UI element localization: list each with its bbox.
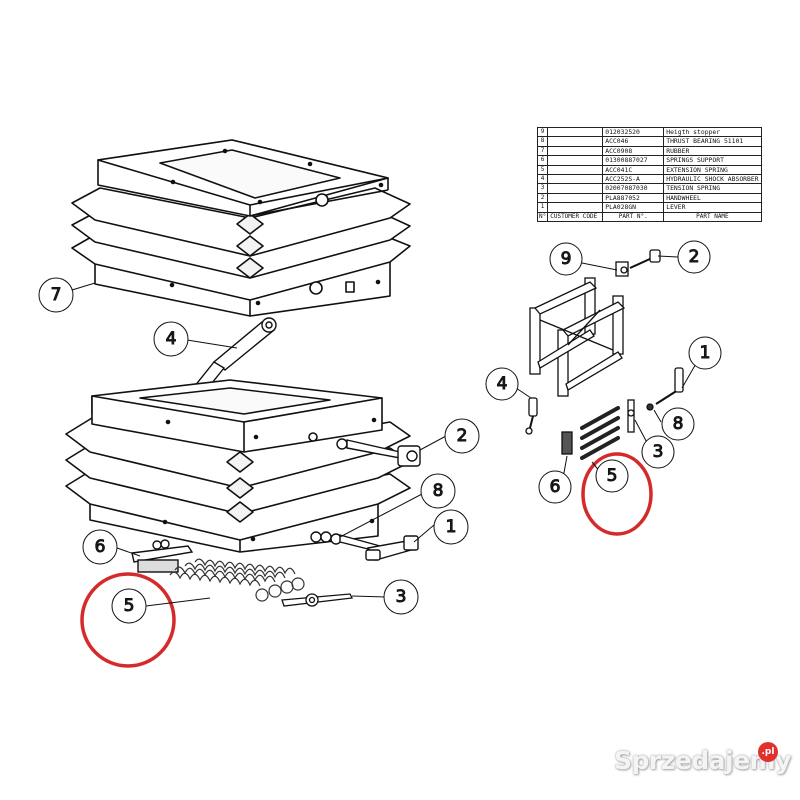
svg-text:2: 2 [689, 247, 700, 267]
row-number: 7 [536, 145, 549, 157]
tension-spring [281, 593, 353, 607]
part-name: HYDRAULIC SHOCK ABSORBER [663, 174, 762, 185]
part-number: ACC046 [602, 136, 665, 147]
row-number: 5 [536, 164, 549, 176]
table-row: 8 ACC046 THRUST BEARING 51101 [536, 136, 762, 147]
part-number: ACC041C [602, 164, 665, 176]
part-name: HANDWHEEL [663, 192, 762, 204]
part-number: 012032520 [602, 126, 665, 138]
svg-text:5: 5 [607, 466, 618, 486]
table-row: 4 ACC252S-A HYDRAULIC SHOCK ABSORBER [536, 174, 762, 185]
part-name: EXTENSION SPRING [663, 164, 762, 176]
part-name: Heigth stopper [663, 126, 762, 138]
part-number: 01300887027 [602, 155, 665, 166]
row-number: 1 [536, 202, 549, 213]
svg-text:6: 6 [550, 477, 561, 497]
callout-9-exploded: 9 [549, 242, 583, 276]
customer-code [547, 202, 604, 213]
customer-code [547, 136, 604, 147]
row-number: 8 [536, 136, 549, 147]
callout-2-main: 2 [444, 418, 480, 454]
handwheel [336, 438, 421, 467]
table-row: 5 ACC041C EXTENSION SPRING [536, 164, 762, 176]
row-number: 6 [536, 155, 549, 166]
row-number: 9 [536, 126, 549, 138]
customer-code [547, 192, 604, 204]
header-part-number: PART N°. [602, 211, 665, 223]
callout-5-main: 5 [111, 588, 147, 624]
svg-text:5: 5 [124, 596, 135, 616]
part-number: ACC0908 [602, 145, 665, 157]
customer-code [547, 164, 604, 176]
table-row: 2 PLA887052 HANDWHEEL [536, 192, 762, 204]
lever [310, 531, 420, 561]
svg-text:4: 4 [166, 329, 177, 349]
springs-support [131, 539, 194, 573]
upper-bellows-rubber [71, 139, 411, 317]
table-row: 3 02007087030 TENSION SPRING [536, 183, 762, 194]
callout-4-main: 4 [153, 321, 189, 357]
callout-6-exploded: 6 [538, 470, 572, 504]
part-number: 02007087030 [602, 183, 665, 194]
table-row: 7 ACC0908 RUBBER [536, 145, 762, 157]
svg-text:2: 2 [457, 426, 468, 446]
part-number: ACC252S-A [602, 174, 665, 185]
highlight-circle-exploded [581, 452, 653, 536]
parts-list-table: 9 012032520 Heigth stopper 8 ACC046 THRU… [536, 126, 762, 223]
table-row: 9 012032520 Heigth stopper [536, 126, 762, 138]
exploded-extension-springs [580, 406, 620, 460]
leader-lines [71, 255, 702, 607]
header-number: N° [536, 211, 549, 223]
callout-7-main: 7 [38, 277, 74, 313]
callout-1-exploded: 1 [688, 336, 722, 370]
callout-8-main: 8 [420, 473, 456, 509]
svg-text:8: 8 [673, 414, 684, 434]
part-name: RUBBER [663, 145, 762, 157]
svg-text:1: 1 [446, 517, 457, 537]
table-row: 1 PLA028GN LEVER [536, 202, 762, 213]
callout-4-exploded: 4 [485, 367, 519, 401]
highlight-circle-main [80, 572, 176, 668]
svg-text:7: 7 [51, 285, 62, 305]
row-number: 4 [536, 174, 549, 185]
row-number: 2 [536, 192, 549, 204]
callout-1-main: 1 [433, 509, 469, 545]
row-number: 3 [536, 183, 549, 194]
exploded-view-frame [525, 249, 684, 455]
svg-text:1: 1 [700, 343, 711, 363]
customer-code [547, 126, 604, 138]
svg-text:8: 8 [433, 481, 444, 501]
callout-8-exploded: 8 [661, 407, 695, 441]
lower-bellows-assembly [65, 379, 411, 553]
svg-text:3: 3 [653, 442, 664, 462]
part-name: THRUST BEARING 51101 [663, 136, 762, 147]
customer-code [547, 145, 604, 157]
callout-6-main: 6 [82, 529, 118, 565]
callout-5-exploded: 5 [595, 459, 629, 493]
part-number: PLA887052 [602, 192, 665, 204]
part-number: PLA028GN [602, 202, 665, 213]
header-part-name: PART NAME [663, 211, 762, 223]
callout-2-exploded: 2 [677, 240, 711, 274]
table-header-row: N° CUSTOMER CODE PART N°. PART NAME [536, 211, 762, 223]
callout-3-exploded: 3 [641, 435, 675, 469]
header-customer-code: CUSTOMER CODE [547, 211, 604, 223]
extension-springs [169, 558, 305, 602]
watermark-badge: .pl [758, 742, 778, 762]
table-row: 6 01300887027 SPRINGS SUPPORT [536, 155, 762, 166]
svg-text:9: 9 [561, 249, 572, 269]
part-name: LEVER [663, 202, 762, 213]
svg-text:6: 6 [95, 537, 106, 557]
callout-3-main: 3 [383, 579, 419, 615]
svg-text:4: 4 [497, 374, 508, 394]
customer-code [547, 183, 604, 194]
svg-text:3: 3 [396, 587, 407, 607]
part-name: SPRINGS SUPPORT [663, 155, 762, 166]
part-name: TENSION SPRING [663, 183, 762, 194]
customer-code [547, 155, 604, 166]
customer-code [547, 174, 604, 185]
